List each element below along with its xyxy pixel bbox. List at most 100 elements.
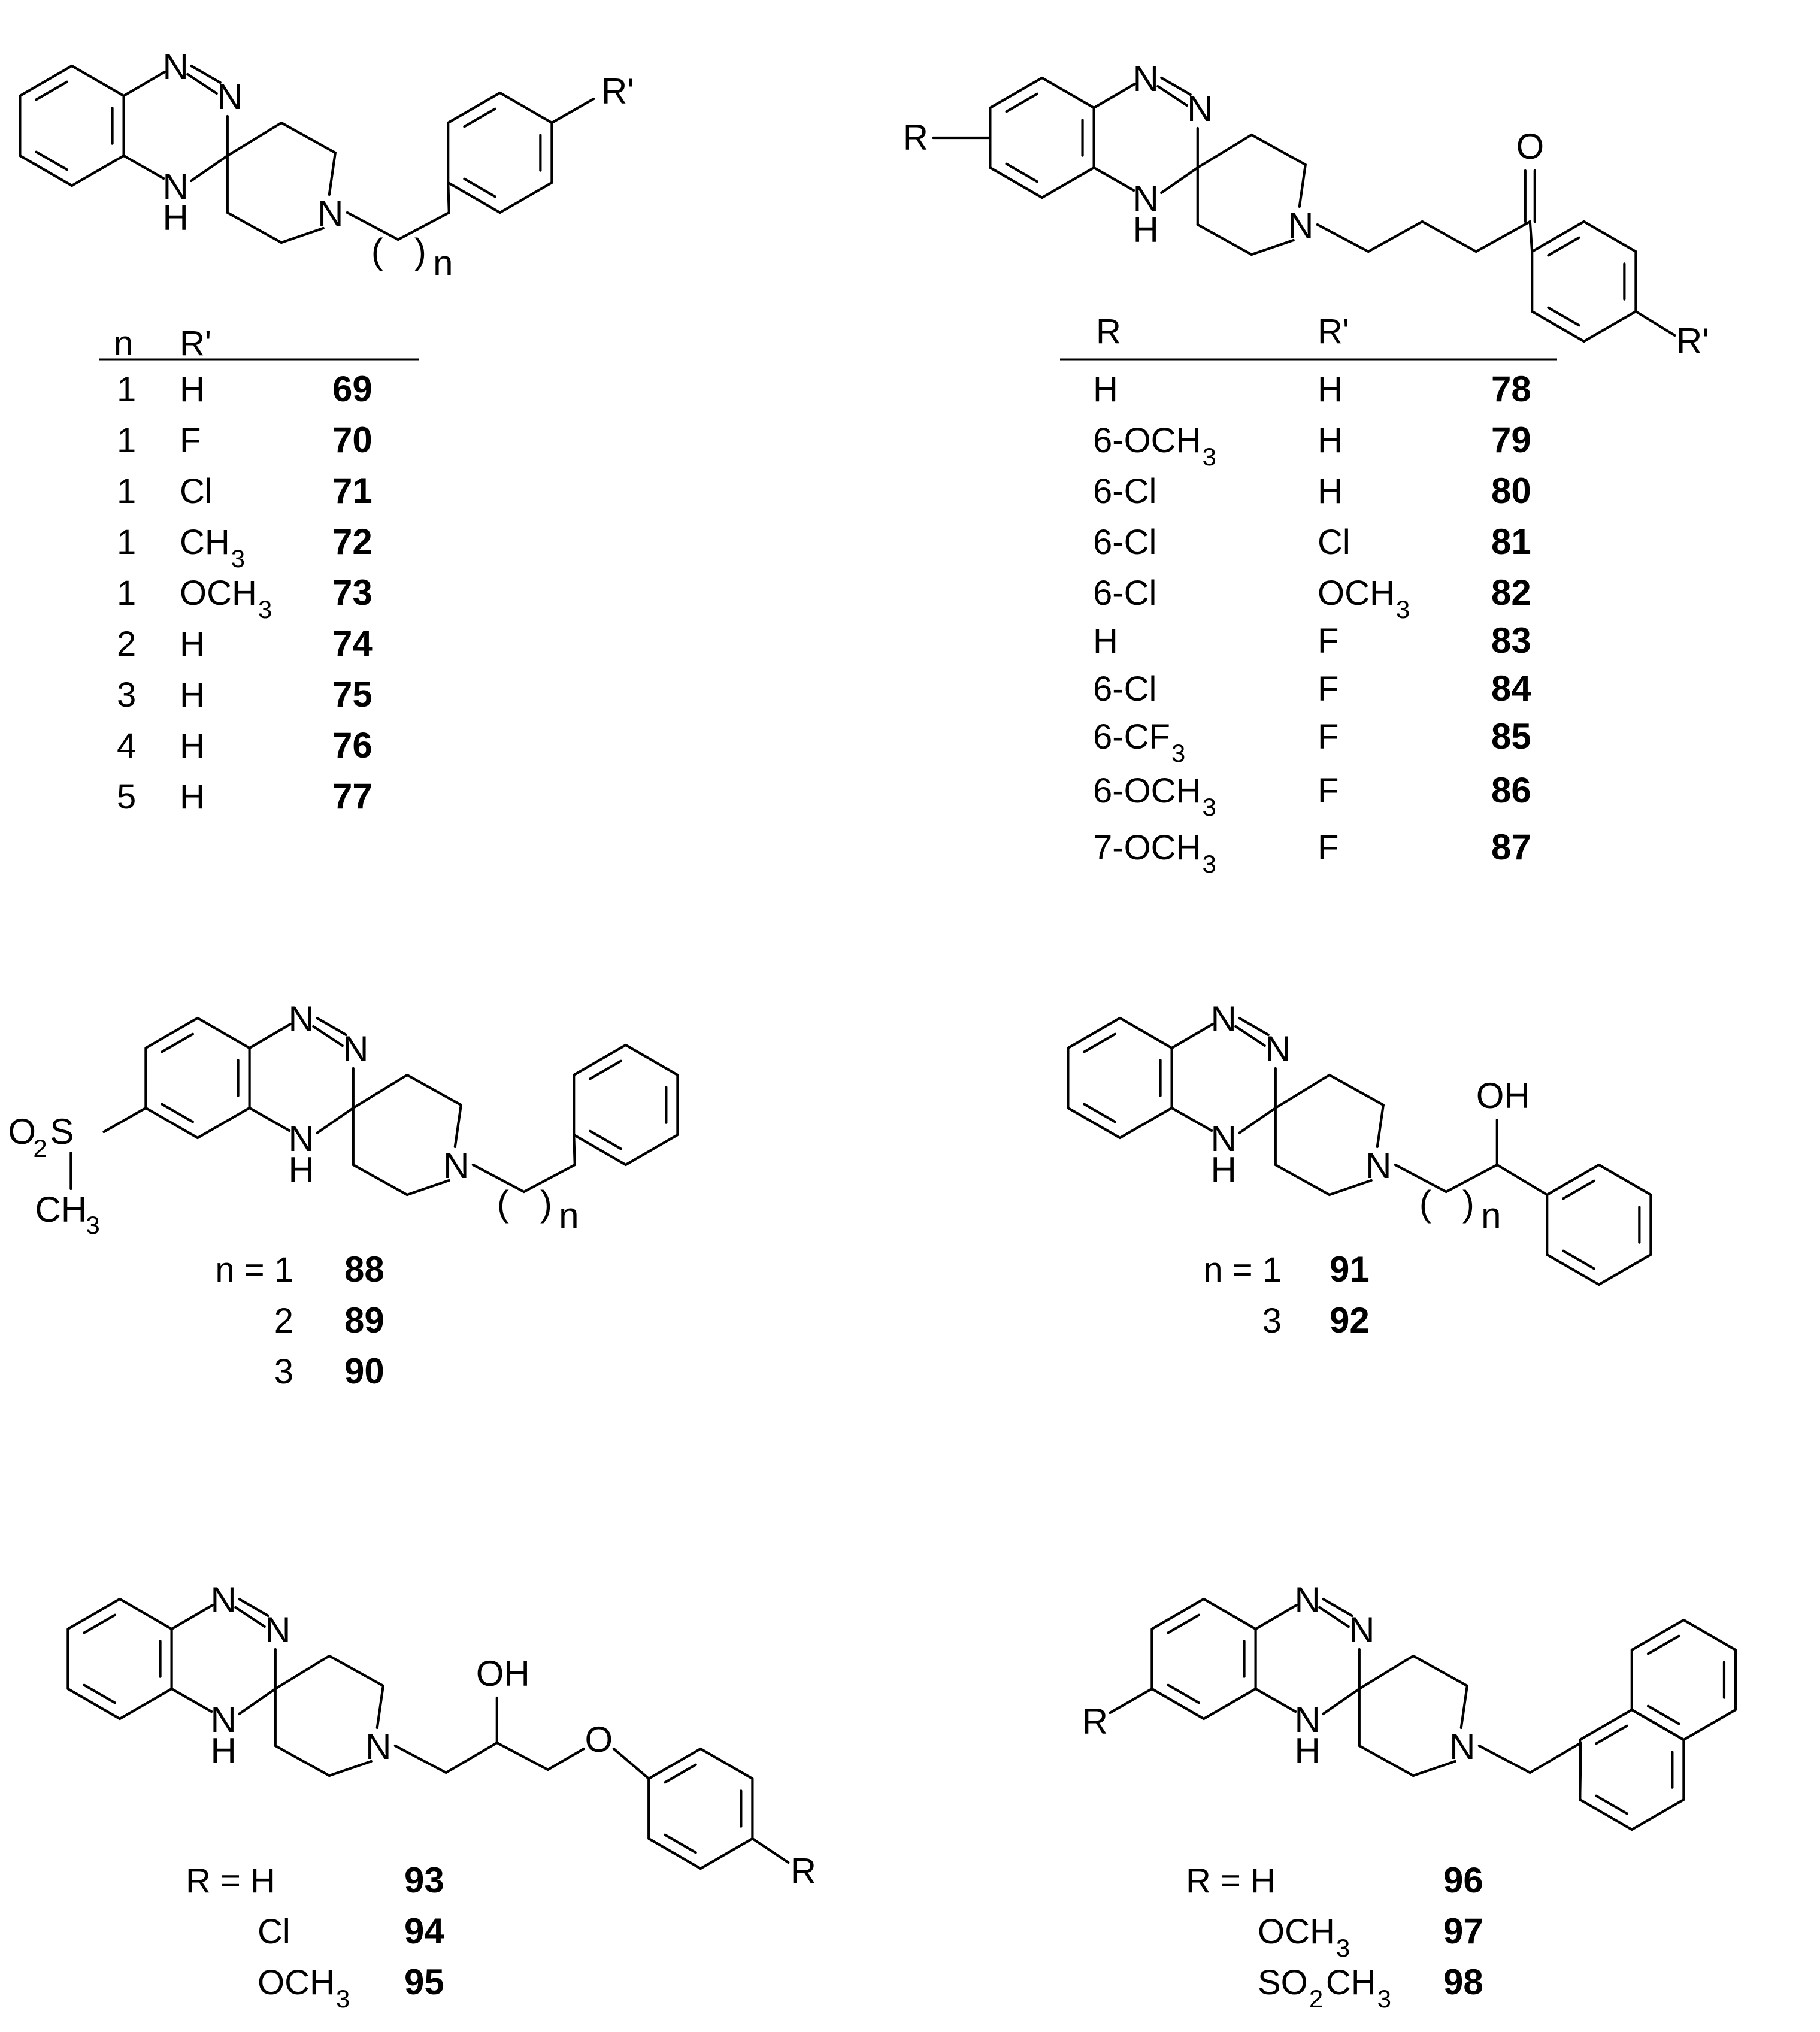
sulfonyl-o2: O: [8, 1112, 36, 1152]
bond: [328, 1760, 373, 1777]
double-bond: [1646, 1634, 1680, 1655]
double-bond: [463, 177, 496, 198]
nitrogen-atom-2: N: [1265, 1029, 1291, 1069]
azo-double: [1156, 84, 1188, 107]
nh-hydrogen: H: [1133, 210, 1159, 250]
table1-n-cell: 1: [117, 472, 136, 511]
benzene-ring: [989, 76, 1095, 199]
table1-n-cell: 1: [117, 574, 136, 613]
bond: [1170, 1106, 1213, 1132]
bond: [346, 211, 399, 241]
bond: [122, 154, 165, 180]
nitrogen-atom-1: N: [163, 47, 189, 87]
table2-r-cell: 7-OCH: [1093, 828, 1201, 867]
bond: [1196, 223, 1253, 256]
bond: [375, 1684, 384, 1730]
nh-hydrogen: H: [211, 1731, 237, 1771]
bond: [122, 70, 166, 98]
bond: [102, 1106, 147, 1134]
phenyl-ring: [647, 1747, 754, 1870]
bond: [522, 1163, 576, 1194]
series5-value: OCH: [258, 1963, 335, 2002]
double-bond: [1083, 1103, 1116, 1123]
bond: [1322, 1597, 1353, 1618]
double-bond: [664, 1763, 697, 1784]
paren-right: ): [414, 231, 426, 271]
table2-r-cell: 6-Cl: [1093, 472, 1156, 511]
bond: [1250, 238, 1295, 256]
bond: [1495, 1163, 1549, 1197]
bond: [1170, 1022, 1215, 1050]
bond: [447, 181, 450, 214]
bond: [495, 1741, 549, 1771]
bond: [1109, 1687, 1153, 1715]
bond: [226, 121, 283, 158]
bond: [248, 1106, 291, 1132]
paren-left: (: [497, 1183, 509, 1224]
table2-rprime-cell: F: [1318, 717, 1338, 756]
bond: [573, 1133, 576, 1167]
series6-value: OCH: [1258, 1912, 1335, 1951]
series5-value-subscript: 3: [336, 1985, 350, 2013]
table2-r-cell-subscript: 3: [1202, 443, 1216, 471]
table2-compound-id: 83: [1491, 620, 1531, 661]
table2-header-r: R: [1096, 312, 1121, 351]
series6-compound-id: 97: [1443, 1911, 1483, 1951]
series5-compound-id: 95: [404, 1962, 444, 2002]
bond: [1250, 133, 1307, 166]
bond: [405, 1179, 450, 1197]
piperidine-nitrogen: N: [443, 1146, 469, 1186]
nh-hydrogen: H: [1211, 1150, 1237, 1190]
double-bond: [1005, 162, 1038, 183]
series6-value: SO: [1258, 1963, 1308, 2002]
sulfur-atom: S: [50, 1112, 74, 1152]
benzene-ring: [66, 1597, 173, 1721]
bond: [238, 1597, 269, 1618]
series4-value: n = 1: [1203, 1250, 1282, 1289]
hydroxyl-label: OH: [1476, 1076, 1530, 1116]
table1-n-cell: 2: [117, 625, 136, 664]
r-prime-label: R': [1676, 321, 1709, 361]
table2-compound-id: 78: [1491, 369, 1531, 409]
butyl-chain: [1316, 220, 1531, 253]
nh-hydrogen: H: [163, 198, 189, 238]
phenyl-ring: [447, 91, 553, 214]
table2-r-cell: H: [1093, 622, 1118, 661]
bond: [1358, 1654, 1415, 1691]
benzene-ring: [1150, 1597, 1257, 1721]
propyl-chain: [393, 1741, 498, 1774]
table2-rprime-cell: F: [1318, 828, 1338, 867]
double-bond: [35, 80, 68, 101]
double-bond: [463, 107, 496, 128]
bond: [1376, 1103, 1385, 1149]
bond: [352, 1163, 408, 1197]
bond: [1238, 1016, 1270, 1037]
table1-rprime-cell-subscript: 3: [231, 544, 245, 573]
nh-hydrogen: H: [1295, 1731, 1321, 1771]
table1-n-cell: 1: [117, 523, 136, 562]
table2-compound-id: 87: [1491, 827, 1531, 867]
series6-compound-id: 96: [1443, 1860, 1483, 1900]
bond: [546, 1747, 585, 1771]
double-bond: [35, 150, 68, 171]
bond: [1528, 220, 1534, 253]
bond: [1254, 1603, 1298, 1631]
table1-rprime-cell: OCH: [180, 574, 257, 613]
nh-nitrogen: N: [1295, 1700, 1321, 1740]
azo-double: [312, 1025, 344, 1047]
r-prime-label: R': [601, 71, 634, 111]
n-label: n: [559, 1195, 579, 1235]
table1-n-cell: 4: [117, 726, 136, 765]
bond: [1274, 1073, 1331, 1110]
series6-compound-id: 98: [1443, 1962, 1483, 2002]
table1-rprime-cell: H: [180, 370, 205, 409]
table2-r-cell: 6-CF: [1093, 717, 1170, 756]
table1-rprime-cell: H: [180, 777, 205, 816]
double-bond: [1005, 92, 1038, 113]
table2-rprime-cell: H: [1318, 421, 1343, 460]
table2-compound-id: 85: [1491, 716, 1531, 756]
double-bond: [1083, 1032, 1116, 1053]
